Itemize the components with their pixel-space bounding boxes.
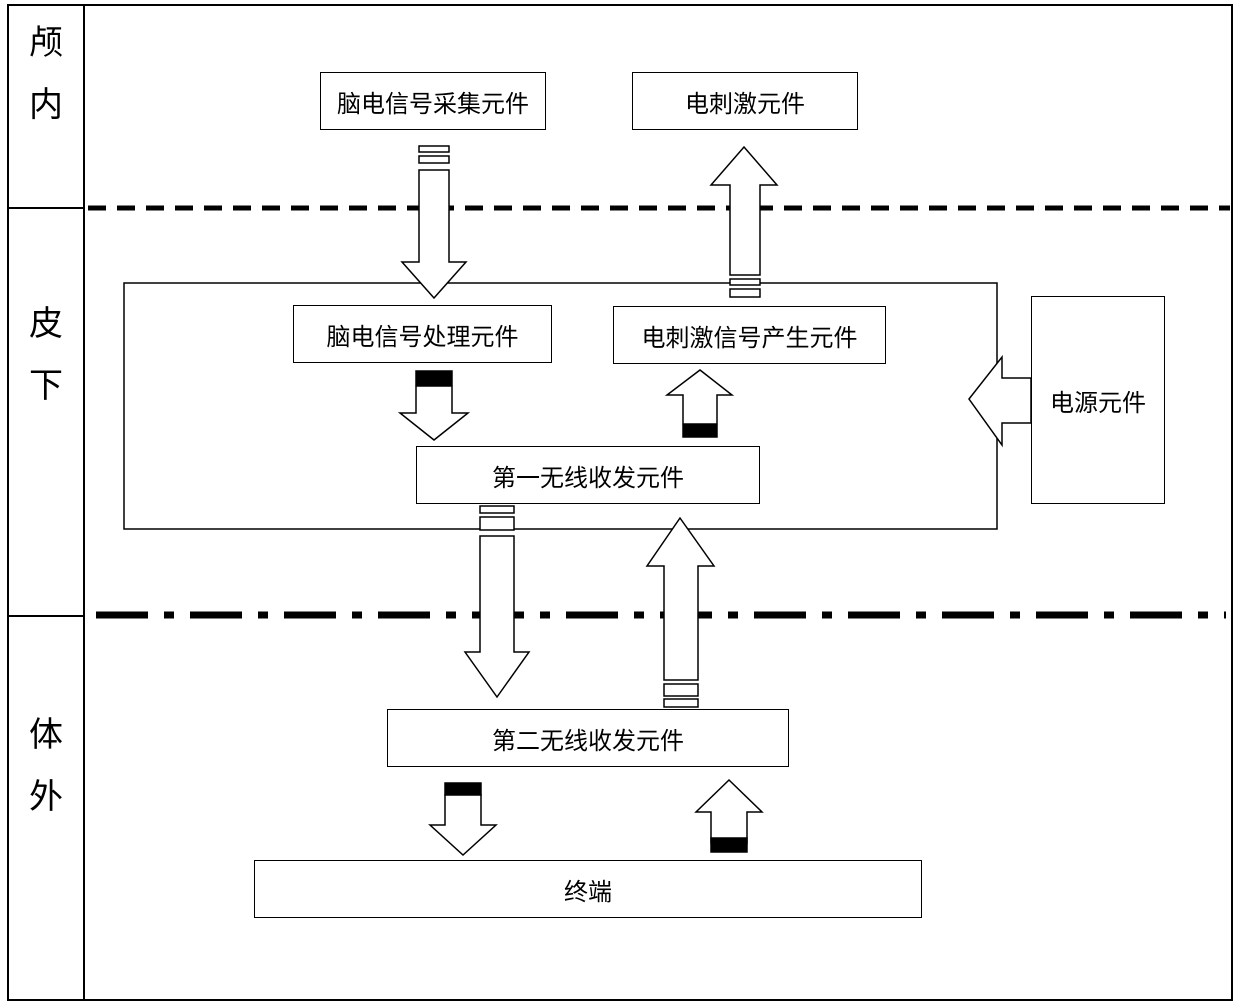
second-transceiver-label: 第二无线收发元件 <box>492 721 684 756</box>
arrow-uplink-down <box>465 506 529 697</box>
terminal-label: 终端 <box>564 872 612 907</box>
second-transceiver-box: 第二无线收发元件 <box>387 709 789 767</box>
first-transceiver-box: 第一无线收发元件 <box>416 446 760 504</box>
zone-label-external: 体 外 <box>8 704 84 828</box>
arrow-stim-up <box>711 147 777 297</box>
stim-signal-generator-label: 电刺激信号产生元件 <box>642 318 858 353</box>
power-supply-box: 电源元件 <box>1031 296 1165 504</box>
eeg-processing-label: 脑电信号处理元件 <box>327 317 519 352</box>
arrow-process-down <box>400 371 468 440</box>
arrow-terminal-down <box>430 783 496 855</box>
eeg-processing-box: 脑电信号处理元件 <box>293 305 552 363</box>
terminal-box: 终端 <box>254 860 922 918</box>
electrical-stimulation-box: 电刺激元件 <box>632 72 858 130</box>
arrow-power-left <box>969 357 1031 445</box>
first-transceiver-label: 第一无线收发元件 <box>492 458 684 493</box>
arrow-generator-up <box>667 370 732 437</box>
eeg-acquisition-box: 脑电信号采集元件 <box>320 72 546 130</box>
power-supply-label: 电源元件 <box>1050 383 1146 418</box>
zone-label-intracranial: 颅 内 <box>8 12 84 136</box>
electrical-stimulation-label: 电刺激元件 <box>685 84 805 119</box>
stim-signal-generator-box: 电刺激信号产生元件 <box>613 306 886 364</box>
zone-label-subcutaneous: 皮 下 <box>8 293 84 417</box>
arrow-eeg-down <box>402 146 466 298</box>
arrow-terminal-up <box>696 780 762 852</box>
eeg-acquisition-label: 脑电信号采集元件 <box>337 84 529 119</box>
